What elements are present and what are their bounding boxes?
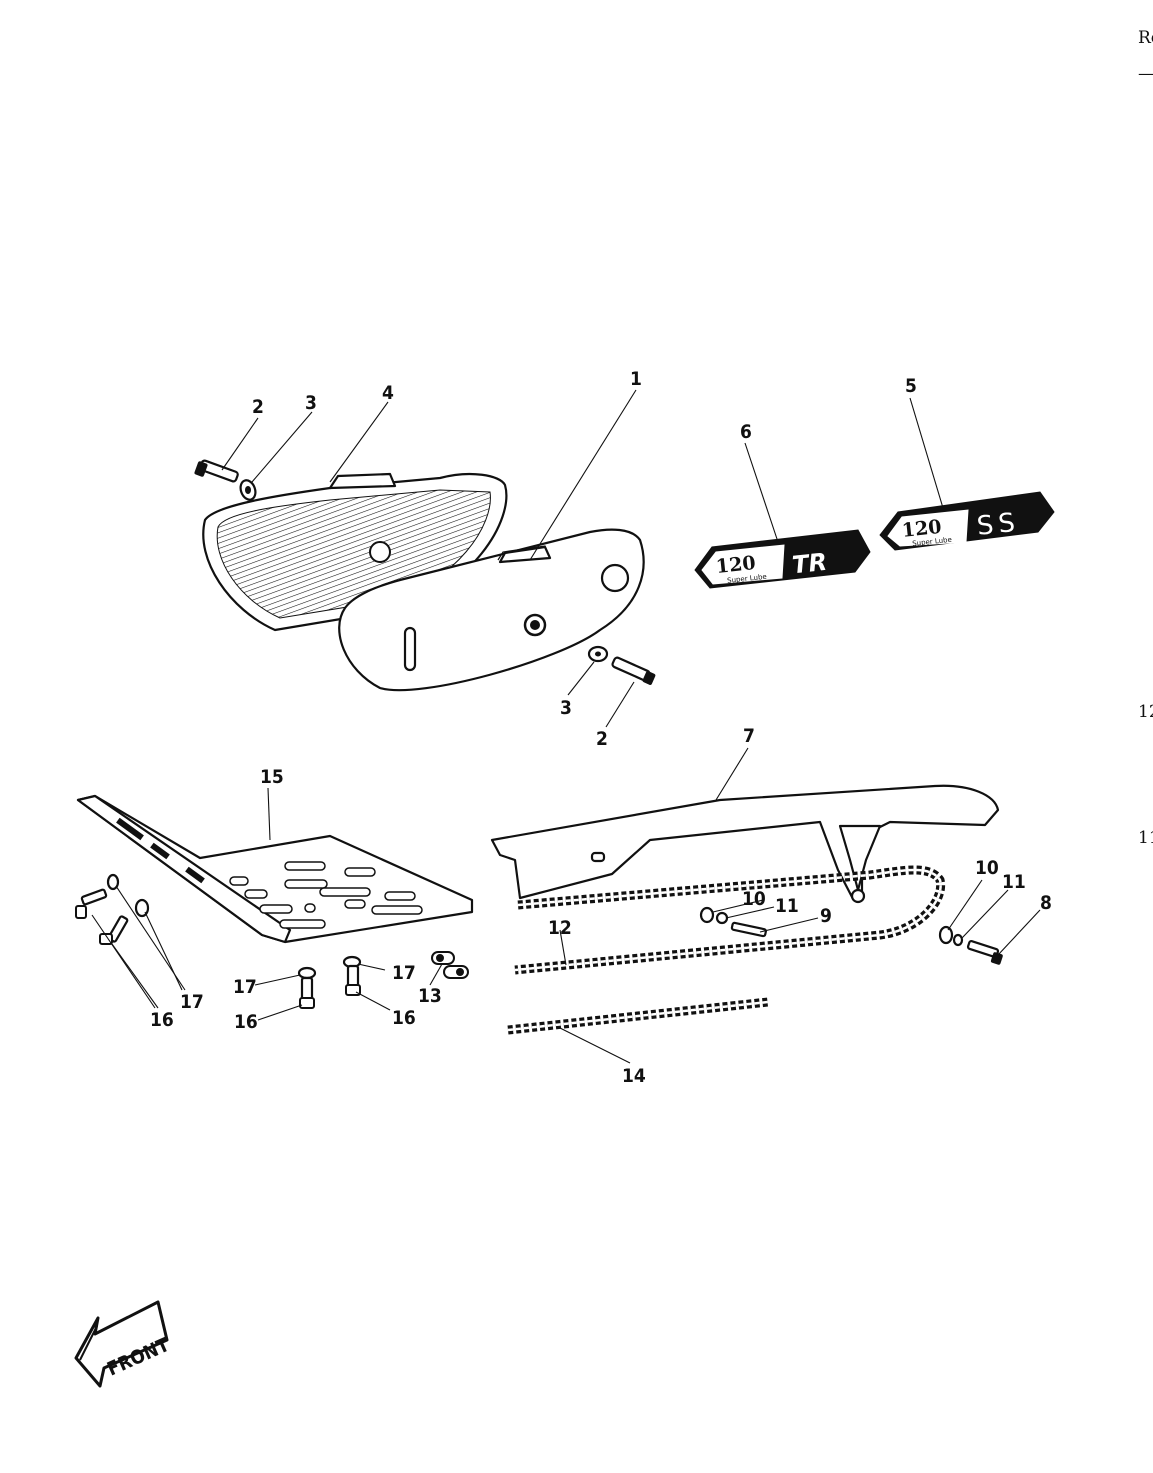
bolt-16-left-a (75, 888, 108, 919)
callout-16-right: 16 (392, 1007, 416, 1029)
callout-17-left: 17 (180, 991, 204, 1013)
screw-lower (611, 656, 656, 685)
bolt-16-left-b (99, 915, 129, 945)
skid-plate (76, 794, 474, 944)
leader-lines (91, 389, 1041, 1064)
edge-text-12: 12 (1138, 702, 1153, 722)
front-arrow-icon: FRONT (74, 1300, 173, 1388)
emblem-ss-model: 120 (901, 516, 943, 542)
callout-10-inner: 10 (742, 888, 766, 910)
callout-3-upper: 3 (305, 392, 317, 414)
callout-17-center: 17 (233, 976, 257, 998)
washer-11-inner (715, 911, 729, 925)
callout-12: 12 (548, 917, 572, 939)
emblem-ss: 120 Super Lube SS (879, 491, 1055, 551)
callout-10-outer: 10 (975, 857, 999, 879)
screw-upper (194, 459, 239, 483)
callout-5: 5 (905, 375, 917, 397)
washer-10-inner (699, 906, 715, 924)
callout-17-right: 17 (392, 962, 416, 984)
callout-16-left: 16 (150, 1009, 174, 1031)
callout-4: 4 (382, 382, 394, 404)
callout-9: 9 (820, 905, 832, 927)
bolt-16-center-b (345, 964, 361, 996)
callout-15: 15 (260, 766, 284, 788)
emblem-tr-model: 120 (715, 552, 757, 578)
callout-6: 6 (740, 421, 752, 443)
spare-chain (507, 997, 769, 1035)
emblem-tr-suffix: TR (791, 548, 829, 579)
callout-11-outer: 11 (1002, 871, 1026, 893)
edge-text-top: Re (1138, 28, 1153, 48)
callout-14: 14 (622, 1065, 646, 1087)
callout-1: 1 (630, 368, 642, 390)
chain-joint (431, 951, 469, 979)
callout-2-lower: 2 (596, 728, 608, 750)
callout-7: 7 (743, 725, 755, 747)
washer-10-outer (938, 925, 954, 945)
callout-8: 8 (1040, 892, 1052, 914)
emblem-ss-suffix: SS (975, 508, 1021, 542)
bolt-8 (966, 939, 1003, 965)
emblem-tr: 120 Super Lube TR (694, 529, 871, 589)
washer-upper (239, 479, 257, 501)
washer-11-outer (952, 933, 964, 947)
callout-11-inner: 11 (775, 895, 799, 917)
callout-labels: 1 2 3 4 5 6 3 2 7 15 10 11 9 12 10 11 8 … (150, 368, 1052, 1087)
callout-3-lower: 3 (560, 697, 572, 719)
edge-text-11: 11 (1138, 828, 1153, 848)
edge-dash: — (1138, 64, 1153, 84)
washer-17-center-a (297, 966, 317, 980)
bolt-9 (730, 921, 767, 938)
drive-chain (514, 865, 946, 975)
washer-lower (587, 645, 609, 663)
washer-17-left-a (106, 873, 120, 891)
chain-case (490, 784, 1000, 904)
callout-2-upper: 2 (252, 396, 264, 418)
bolt-16-center-a (299, 976, 315, 1009)
side-cover-outer (338, 528, 645, 692)
callout-16-center: 16 (234, 1011, 258, 1033)
callout-13: 13 (418, 985, 442, 1007)
